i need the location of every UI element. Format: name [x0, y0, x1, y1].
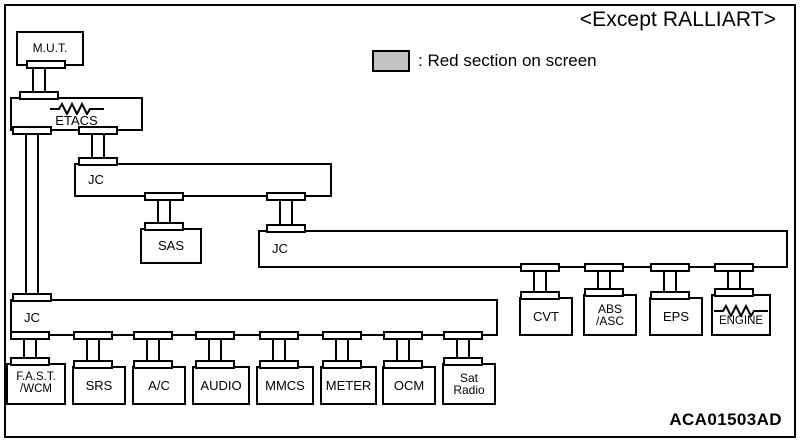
node-abs-asc[interactable]: ABS /ASC	[583, 294, 637, 336]
legend-label: : Red section on screen	[418, 51, 597, 70]
stub-jclower-meter	[322, 331, 362, 340]
stub-fast-top	[10, 357, 50, 366]
node-label-abs-asc: ABS /ASC	[595, 301, 624, 328]
terminating-resistor-icon	[714, 303, 768, 317]
bus-cable-jclower-mmcs	[272, 336, 286, 366]
stub-jcupper-jcr	[266, 192, 306, 201]
stub-eps-top	[650, 291, 690, 300]
node-satradio[interactable]: Sat Radio	[442, 363, 496, 405]
stub-jclower-ac	[133, 331, 173, 340]
node-label-mut: M.U.T.	[32, 41, 68, 56]
diagram-code: ACA01503AD	[669, 410, 782, 429]
stub-jclower-mmcs	[259, 331, 299, 340]
node-label-eps: EPS	[662, 308, 689, 324]
bus-cable-jcright-eps	[663, 268, 677, 297]
node-meter[interactable]: METER	[320, 366, 377, 405]
bus-cable-jclower-meter	[335, 336, 349, 366]
node-label-fast-wcm: F.A.S.T. /WCM	[16, 371, 56, 395]
node-audio[interactable]: AUDIO	[192, 366, 250, 405]
stub-sat-top	[443, 357, 483, 366]
node-label-jc-right: JC	[272, 241, 288, 257]
bus-cable-jclower-sat	[456, 336, 470, 363]
node-etacs[interactable]: ETACS	[10, 97, 143, 131]
bus-cable-etacs-jcupper	[91, 131, 105, 163]
stub-jcright-abs	[584, 263, 624, 272]
node-label-sas: SAS	[157, 238, 184, 254]
stub-jclower-audio	[195, 331, 235, 340]
node-sas[interactable]: SAS	[140, 228, 202, 264]
node-eps[interactable]: EPS	[649, 297, 703, 336]
bus-cable-jcright-cvt	[533, 268, 547, 297]
terminating-resistor-icon	[49, 101, 104, 115]
bus-cable-jclower-fast	[23, 336, 37, 363]
bus-cable-mut-etacs	[32, 66, 46, 97]
stub-etacs-bl	[12, 126, 52, 135]
bus-cable-jcupper-sas	[157, 197, 171, 228]
stub-cvt-top	[520, 291, 560, 300]
stub-audio-top	[195, 360, 235, 369]
stub-jcupper-top	[78, 157, 118, 166]
bus-cable-jclower-audio	[208, 336, 222, 366]
node-label-jc-upper: JC	[88, 172, 104, 188]
stub-jcright-eps	[650, 263, 690, 272]
node-label-ac: A/C	[148, 377, 170, 393]
stub-jclower-fast	[10, 331, 50, 340]
node-engine[interactable]: ENGINE	[711, 294, 771, 336]
bus-cable-jclower-ocm	[396, 336, 410, 366]
legend-color-swatch	[372, 50, 410, 72]
stub-mmcs-top	[259, 360, 299, 369]
node-ocm[interactable]: OCM	[382, 366, 436, 405]
stub-jclower-ocm	[383, 331, 423, 340]
stub-mut-bottom	[26, 60, 66, 69]
stub-jclower-top	[12, 293, 52, 302]
node-mmcs[interactable]: MMCS	[256, 366, 314, 405]
node-label-ocm: OCM	[393, 377, 425, 393]
stub-engine-top	[714, 288, 754, 297]
node-label-satradio: Sat Radio	[453, 370, 485, 397]
bus-cable-jcupper-jcright	[279, 197, 293, 230]
bus-cable-jcright-abs	[597, 268, 611, 294]
bus-cable-jcright-engine	[727, 268, 741, 294]
node-cvt[interactable]: CVT	[519, 297, 573, 336]
bus-cable-jclower-ac	[146, 336, 160, 366]
title-except-ralliart: <Except RALLIART>	[579, 8, 776, 31]
stub-etacs-top	[19, 91, 59, 100]
node-srs[interactable]: SRS	[72, 366, 126, 405]
stub-jcright-cvt	[520, 263, 560, 272]
node-label-engine: ENGINE	[718, 314, 764, 327]
node-label-meter: METER	[325, 377, 372, 393]
node-label-mmcs: MMCS	[265, 377, 305, 393]
node-jc-upper[interactable]: JC	[74, 163, 332, 197]
node-label-srs: SRS	[85, 377, 113, 393]
stub-jclower-srs	[73, 331, 113, 340]
node-jc-lower[interactable]: JC	[10, 299, 498, 336]
stub-ocm-top	[383, 360, 423, 369]
node-label-jc-lower: JC	[24, 309, 40, 325]
stub-jcright-engine	[714, 263, 754, 272]
stub-meter-top	[322, 360, 362, 369]
node-ac[interactable]: A/C	[132, 366, 186, 405]
node-label-cvt: CVT	[533, 308, 559, 324]
stub-etacs-br	[78, 126, 118, 135]
legend: : Red section on screen	[372, 50, 597, 72]
node-label-audio: AUDIO	[200, 377, 242, 393]
stub-jcupper-sas	[144, 192, 184, 201]
stub-ac-top	[133, 360, 173, 369]
bus-cable-jclower-srs	[86, 336, 100, 366]
bus-cable-etacs-jclower	[25, 131, 39, 299]
node-fast-wcm[interactable]: F.A.S.T. /WCM	[6, 363, 66, 405]
stub-srs-top	[73, 360, 113, 369]
stub-sas-top	[144, 222, 184, 231]
stub-abs-top	[584, 288, 624, 297]
stub-jclower-sat	[443, 331, 483, 340]
stub-jcright-top	[266, 224, 306, 233]
node-label-etacs: ETACS	[55, 112, 98, 128]
